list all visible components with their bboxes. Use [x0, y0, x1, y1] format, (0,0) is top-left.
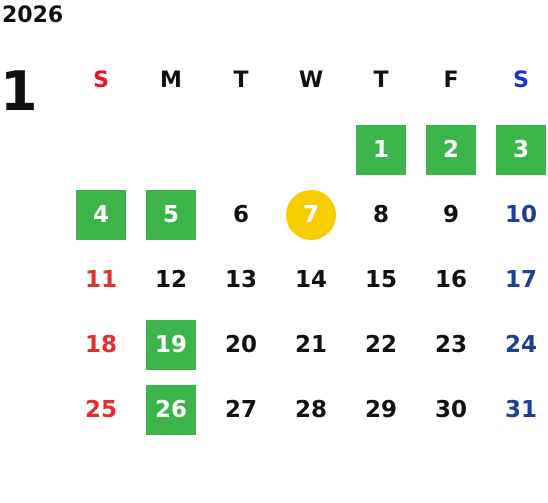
calendar-day-3[interactable]: 3 — [496, 125, 546, 175]
highlight-marker — [146, 190, 196, 240]
calendar-day-16[interactable]: 16 — [426, 255, 476, 305]
weekday-header-0: S — [93, 68, 109, 93]
weekday-header-1: M — [160, 68, 182, 93]
calendar-day-19[interactable]: 19 — [146, 320, 196, 370]
highlight-marker — [356, 125, 406, 175]
day-number: 23 — [434, 332, 467, 358]
calendar-day-11[interactable]: 11 — [76, 255, 126, 305]
day-number: 8 — [372, 202, 389, 228]
weekday-header-5: F — [443, 68, 459, 93]
day-number: 19 — [154, 332, 187, 358]
day-number: 29 — [364, 397, 397, 423]
highlight-marker — [146, 385, 196, 435]
day-number: 5 — [162, 202, 179, 228]
day-number: 21 — [294, 332, 327, 358]
day-number: 18 — [84, 332, 117, 358]
day-number: 22 — [364, 332, 397, 358]
calendar-day-6[interactable]: 6 — [216, 190, 266, 240]
calendar-day-1[interactable]: 1 — [356, 125, 406, 175]
day-number: 14 — [294, 267, 327, 293]
day-number: 2 — [442, 137, 459, 163]
calendar-day-28[interactable]: 28 — [286, 385, 336, 435]
calendar-day-25[interactable]: 25 — [76, 385, 126, 435]
day-number: 13 — [224, 267, 257, 293]
year-label: 2026 — [2, 3, 64, 28]
calendar-day-13[interactable]: 13 — [216, 255, 266, 305]
calendar-day-4[interactable]: 4 — [76, 190, 126, 240]
day-number: 12 — [154, 267, 187, 293]
calendar-day-26[interactable]: 26 — [146, 385, 196, 435]
calendar-day-17[interactable]: 17 — [496, 255, 546, 305]
day-number: 20 — [224, 332, 257, 358]
highlight-marker — [76, 190, 126, 240]
day-number: 28 — [294, 397, 327, 423]
highlight-marker — [146, 320, 196, 370]
day-number: 31 — [504, 397, 537, 423]
calendar-day-23[interactable]: 23 — [426, 320, 476, 370]
weekday-header-3: W — [298, 68, 324, 93]
highlight-marker — [426, 125, 476, 175]
calendar-day-29[interactable]: 29 — [356, 385, 406, 435]
highlight-marker — [496, 125, 546, 175]
calendar-day-24[interactable]: 24 — [496, 320, 546, 370]
day-number: 24 — [504, 332, 537, 358]
calendar-day-2[interactable]: 2 — [426, 125, 476, 175]
day-number: 30 — [434, 397, 467, 423]
day-number: 17 — [504, 267, 537, 293]
calendar-day-27[interactable]: 27 — [216, 385, 266, 435]
day-number: 15 — [364, 267, 397, 293]
month-number: 1 — [0, 60, 38, 123]
day-number: 7 — [302, 202, 319, 228]
calendar-day-7[interactable]: 7 — [286, 190, 336, 240]
day-number: 4 — [92, 202, 109, 228]
day-number: 6 — [232, 202, 249, 228]
day-number: 16 — [434, 267, 467, 293]
weekday-header-4: T — [373, 68, 389, 93]
calendar-day-22[interactable]: 22 — [356, 320, 406, 370]
calendar-day-20[interactable]: 20 — [216, 320, 266, 370]
calendar-day-14[interactable]: 14 — [286, 255, 336, 305]
weekday-header-6: S — [513, 68, 529, 93]
day-number: 25 — [84, 397, 117, 423]
calendar-day-12[interactable]: 12 — [146, 255, 196, 305]
day-number: 9 — [442, 202, 459, 228]
calendar-day-31[interactable]: 31 — [496, 385, 546, 435]
day-number: 1 — [372, 137, 389, 163]
day-number: 11 — [84, 267, 117, 293]
weekday-header-2: T — [233, 68, 249, 93]
calendar-day-15[interactable]: 15 — [356, 255, 406, 305]
calendar-day-10[interactable]: 10 — [496, 190, 546, 240]
calendar-day-30[interactable]: 30 — [426, 385, 476, 435]
calendar-day-5[interactable]: 5 — [146, 190, 196, 240]
calendar-day-18[interactable]: 18 — [76, 320, 126, 370]
day-number: 27 — [224, 397, 257, 423]
calendar-day-9[interactable]: 9 — [426, 190, 476, 240]
day-number: 3 — [512, 137, 529, 163]
day-number: 26 — [154, 397, 187, 423]
day-number: 10 — [504, 202, 537, 228]
calendar-day-21[interactable]: 21 — [286, 320, 336, 370]
calendar-day-8[interactable]: 8 — [356, 190, 406, 240]
today-marker — [286, 190, 336, 240]
